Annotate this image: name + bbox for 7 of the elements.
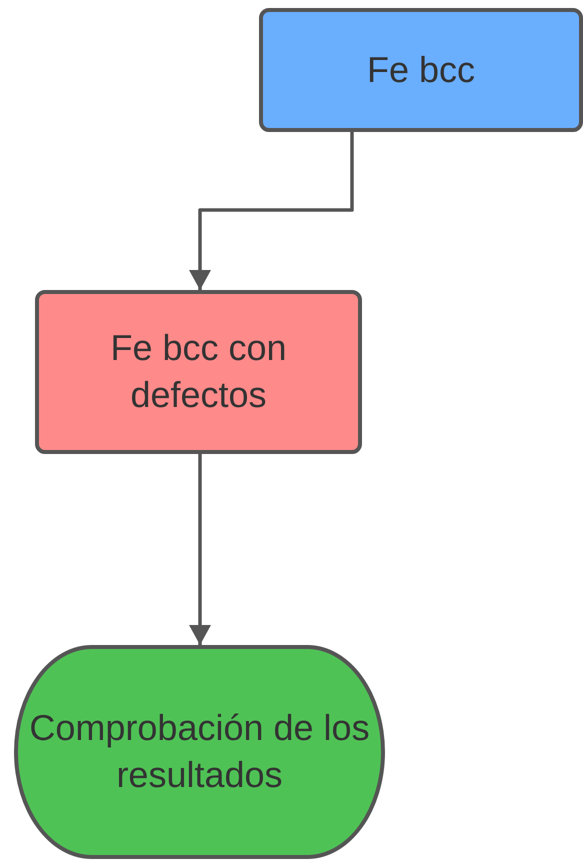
process-box (35, 290, 362, 454)
node-label: Fe bcc con defectos (109, 326, 288, 417)
node-label: Comprobación de los resultados (28, 706, 371, 797)
process-box (259, 8, 583, 132)
arrow (189, 454, 211, 645)
arrow (189, 132, 354, 290)
node-label: Fe bcc (366, 48, 476, 92)
